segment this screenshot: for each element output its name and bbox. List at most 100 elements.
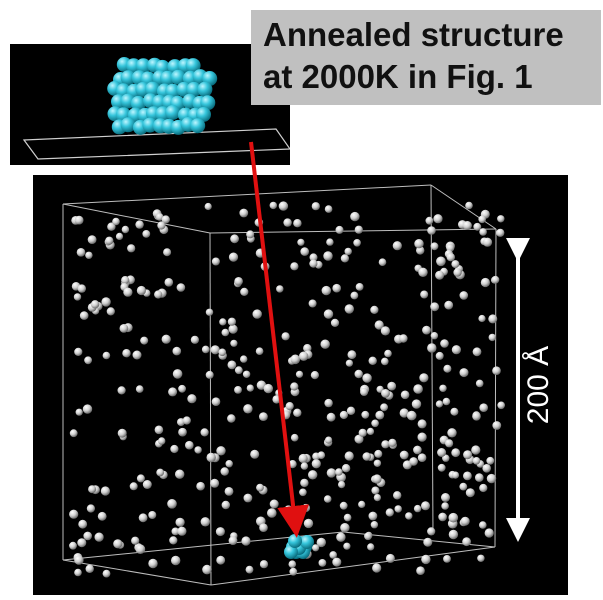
atom [97, 511, 107, 521]
atom [381, 389, 390, 398]
atom [367, 543, 375, 551]
atom [163, 248, 172, 257]
atom [450, 407, 459, 416]
atom [326, 238, 334, 246]
atom [234, 386, 242, 394]
atom [406, 410, 417, 421]
atom [82, 404, 93, 414]
atom [441, 493, 450, 502]
atom [375, 410, 385, 420]
atom [326, 468, 337, 478]
atom [343, 542, 351, 550]
atom [135, 220, 144, 229]
atom [225, 460, 233, 468]
atom [283, 218, 292, 227]
atom [465, 201, 473, 210]
atom [336, 532, 346, 542]
atom [451, 471, 460, 479]
atom [220, 467, 229, 476]
atom [417, 432, 427, 442]
atom [381, 440, 390, 449]
atom [339, 501, 348, 510]
atom [140, 336, 149, 345]
atom [482, 237, 493, 247]
atom [73, 293, 82, 301]
atom [323, 251, 333, 261]
atom [368, 511, 378, 521]
atom [303, 518, 314, 529]
cluster-atom [145, 81, 161, 97]
atom [477, 554, 485, 562]
atom [158, 437, 166, 445]
atom [76, 248, 86, 257]
atom [492, 366, 501, 375]
atom [453, 268, 462, 277]
cluster-atom [288, 534, 302, 548]
atom [380, 403, 388, 412]
atom [172, 369, 183, 379]
atom [462, 537, 471, 547]
atom [252, 309, 262, 319]
atom [323, 495, 332, 503]
atom [272, 395, 281, 404]
atom [444, 300, 454, 310]
atom [497, 215, 505, 223]
atom [78, 519, 88, 529]
atom [478, 215, 487, 224]
atom [368, 356, 377, 365]
atom [127, 244, 136, 253]
cluster-atom [165, 105, 181, 120]
atom [355, 283, 364, 291]
atom [288, 460, 297, 469]
atom [435, 351, 444, 360]
cluster-atom [300, 535, 314, 549]
atom [69, 429, 78, 438]
atom [171, 527, 180, 536]
atom [169, 536, 178, 545]
atom [392, 241, 402, 251]
atom [326, 412, 336, 422]
atom [443, 555, 451, 563]
atom [338, 481, 346, 489]
atom [84, 356, 92, 365]
atom [148, 511, 157, 519]
atom [486, 473, 497, 484]
atom [69, 541, 77, 550]
atom [293, 219, 302, 228]
atom [438, 512, 447, 522]
atom [69, 509, 79, 519]
atom [309, 259, 318, 268]
atom [409, 457, 418, 466]
atom [161, 334, 171, 344]
atom [129, 482, 138, 491]
cluster-atom [200, 95, 216, 111]
atom [175, 469, 185, 479]
atom [451, 345, 461, 355]
atom [234, 366, 243, 375]
atom [227, 414, 236, 423]
atom [221, 328, 230, 337]
atom [254, 218, 264, 227]
atom [178, 428, 187, 436]
atom [451, 260, 460, 269]
atom [472, 457, 481, 465]
atom [486, 456, 495, 465]
atom [142, 230, 151, 238]
atom [74, 347, 83, 356]
atom [202, 564, 212, 575]
atom [360, 388, 369, 396]
atom [308, 470, 318, 480]
atom [324, 205, 333, 213]
atom [290, 354, 301, 365]
atom [462, 221, 472, 230]
atom [83, 531, 92, 541]
atom [378, 258, 387, 266]
atom [246, 384, 254, 392]
atom [121, 276, 130, 285]
atom [138, 513, 148, 523]
atom [451, 448, 461, 458]
atom [425, 216, 434, 225]
atom [442, 397, 451, 406]
atom [339, 410, 348, 420]
atom [172, 346, 182, 356]
